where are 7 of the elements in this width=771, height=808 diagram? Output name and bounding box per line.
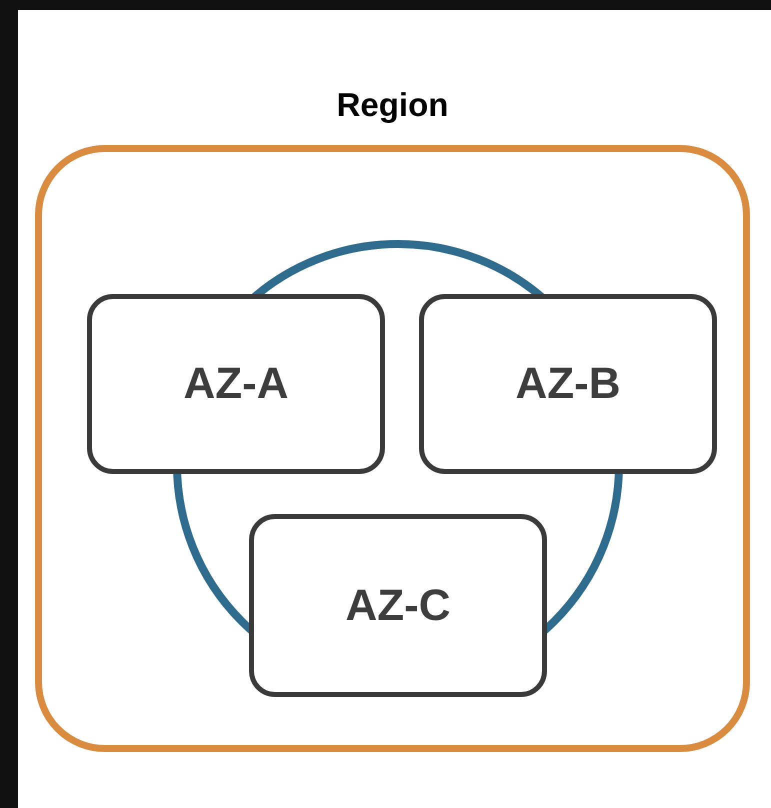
zone-box — [87, 294, 385, 474]
zone-box — [249, 514, 547, 697]
zone-box — [419, 294, 717, 474]
zone-label: AZ-B — [515, 358, 621, 410]
region-title: Region — [336, 85, 450, 125]
zone-label: AZ-C — [345, 580, 451, 632]
zone-label: AZ-A — [183, 358, 289, 410]
